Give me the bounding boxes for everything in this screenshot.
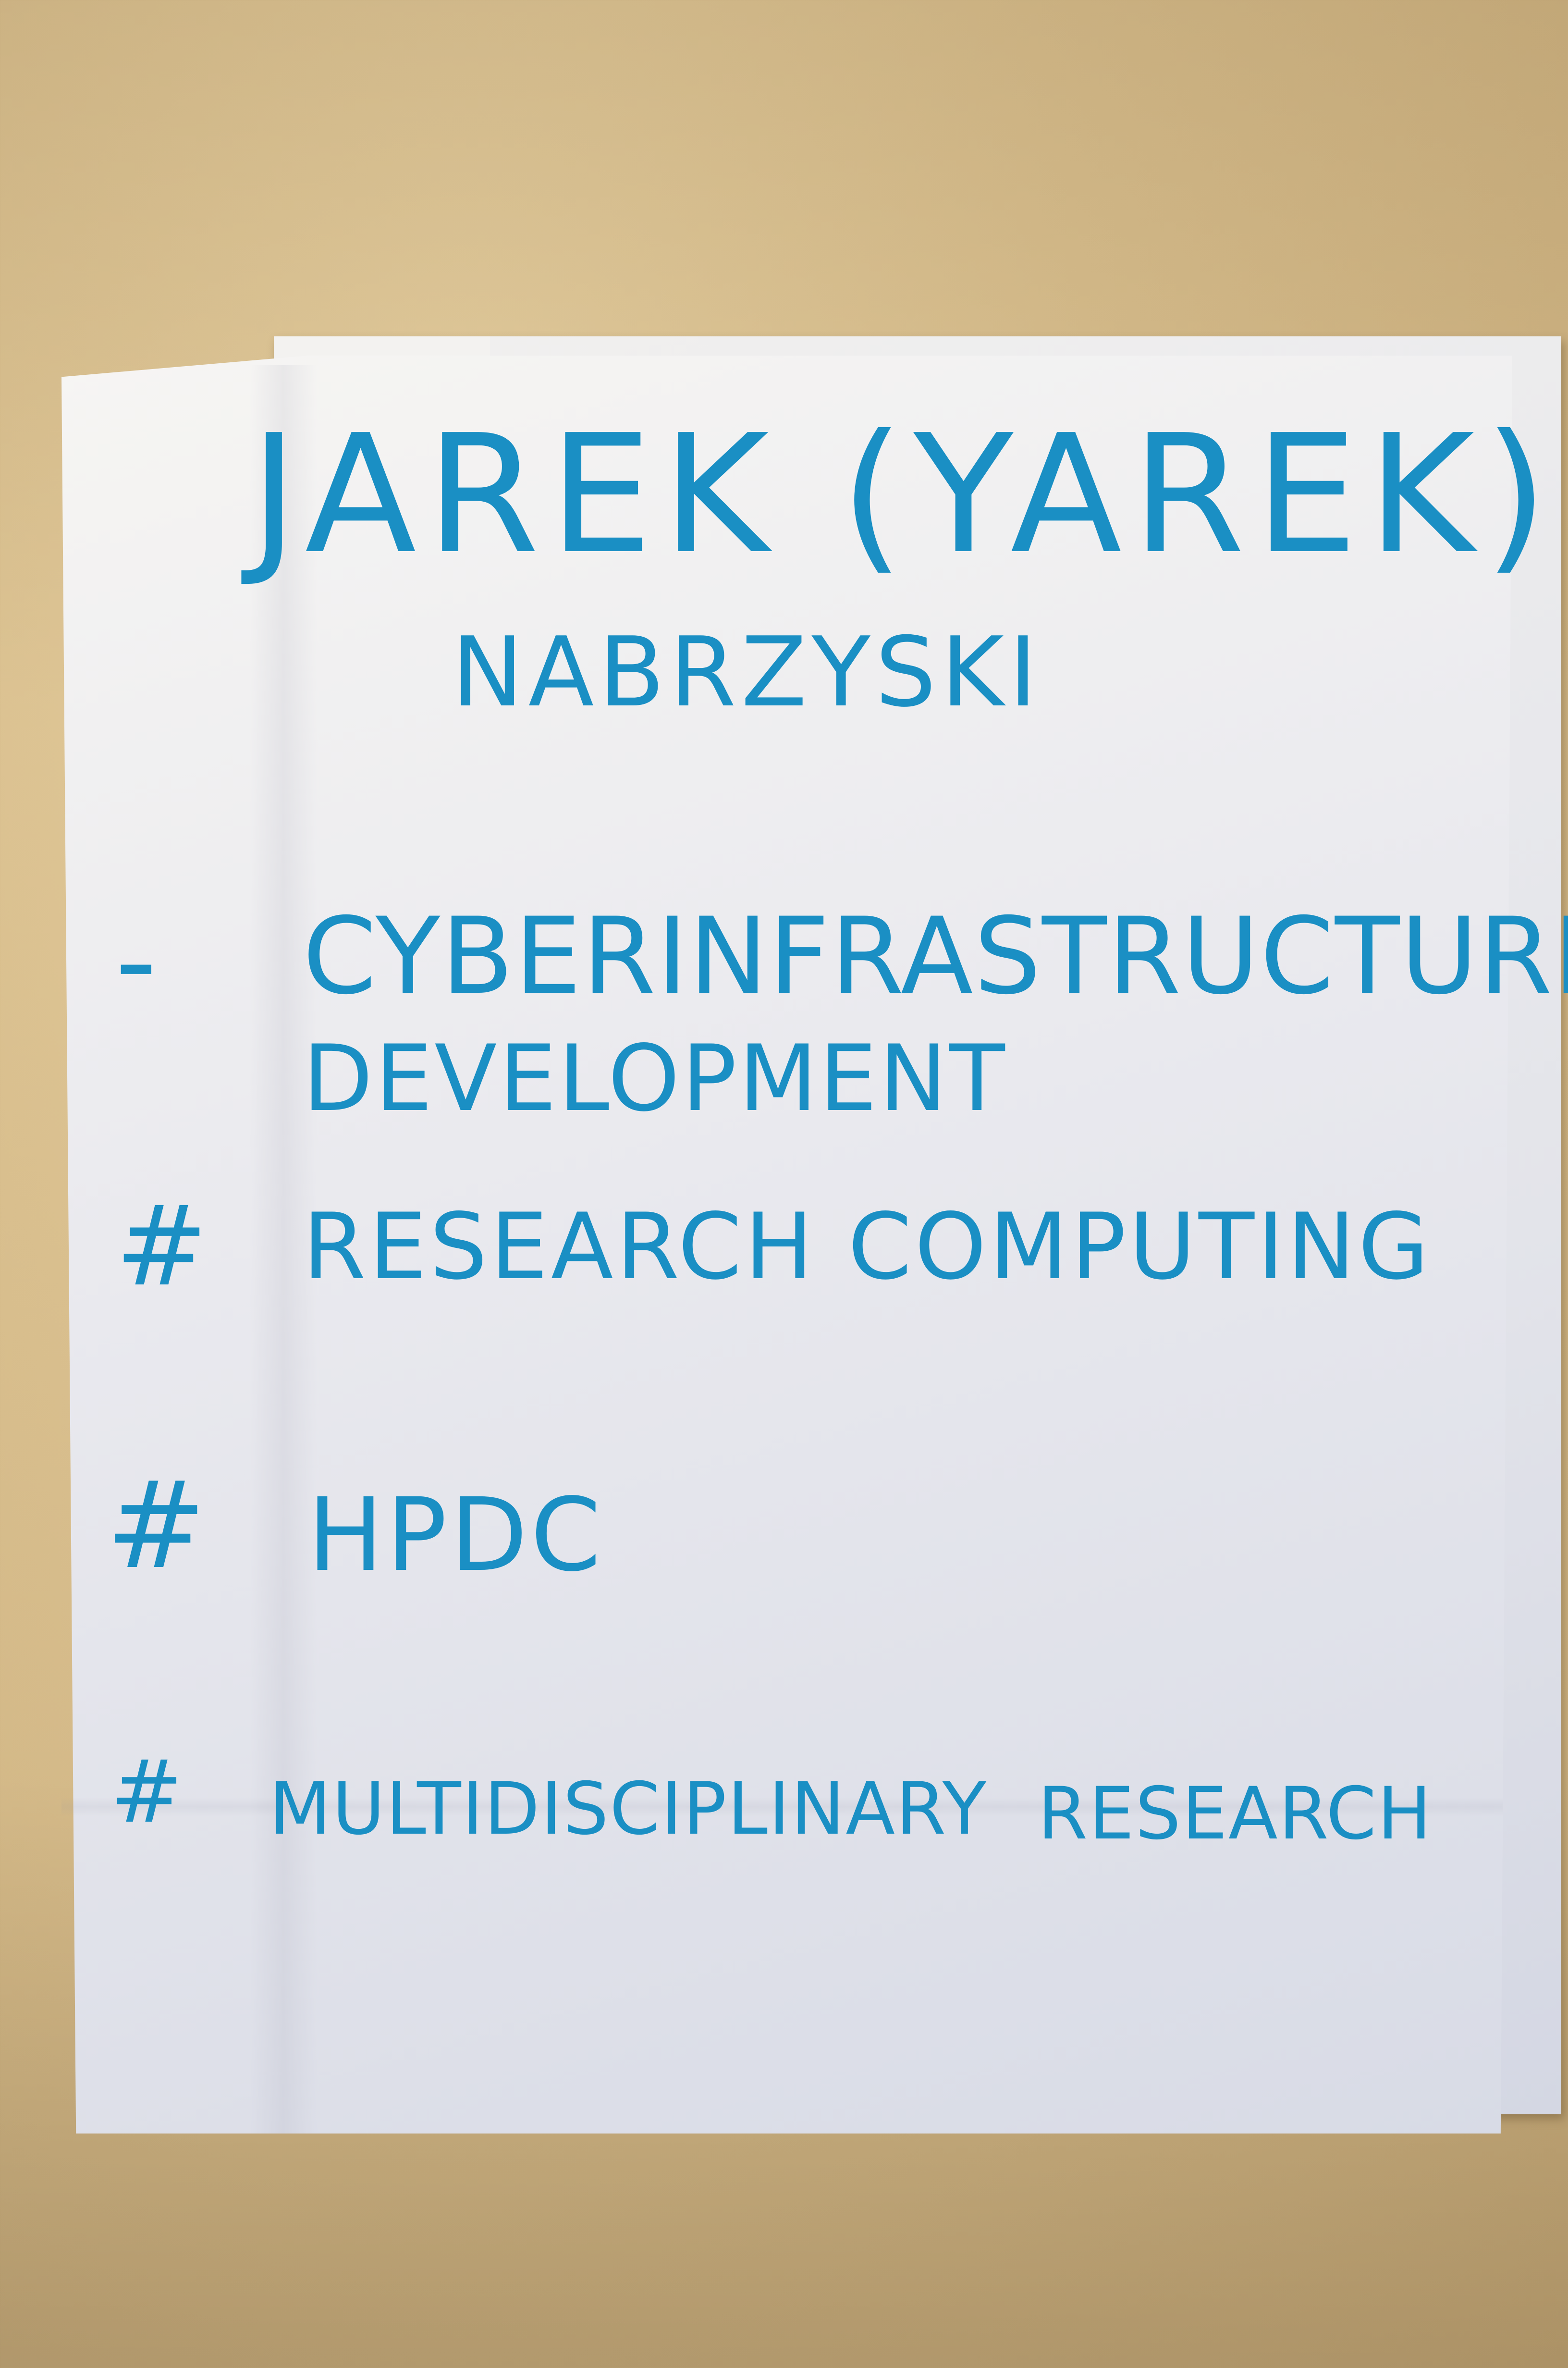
item-hpdc: HPDC xyxy=(307,1476,604,1594)
bullet-hash: # xyxy=(115,1183,208,1311)
item-research-computing: RESEARCH COMPUTING xyxy=(303,1194,1432,1300)
item-development: DEVELOPMENT xyxy=(303,1025,1007,1132)
bullet-hash: # xyxy=(110,1742,183,1842)
handwritten-name: JAREK (YAREK) xyxy=(250,400,1558,590)
bullet-dash: - xyxy=(115,894,157,1028)
paper-fold-vertical xyxy=(250,365,317,2134)
paper-fold-horizontal xyxy=(61,1797,1503,1816)
item-multidisciplinary: MULTIDISCIPLINARY xyxy=(269,1767,988,1851)
item-research: RESEARCH xyxy=(1038,1772,1433,1856)
bullet-hash: # xyxy=(106,1455,207,1595)
flipchart-paper-sheet xyxy=(61,356,1512,2134)
handwritten-surname: NABRZYSKI xyxy=(452,617,1042,728)
item-cyberinfrastructure: CYBERINFRASTRUCTURE xyxy=(303,895,1568,1018)
